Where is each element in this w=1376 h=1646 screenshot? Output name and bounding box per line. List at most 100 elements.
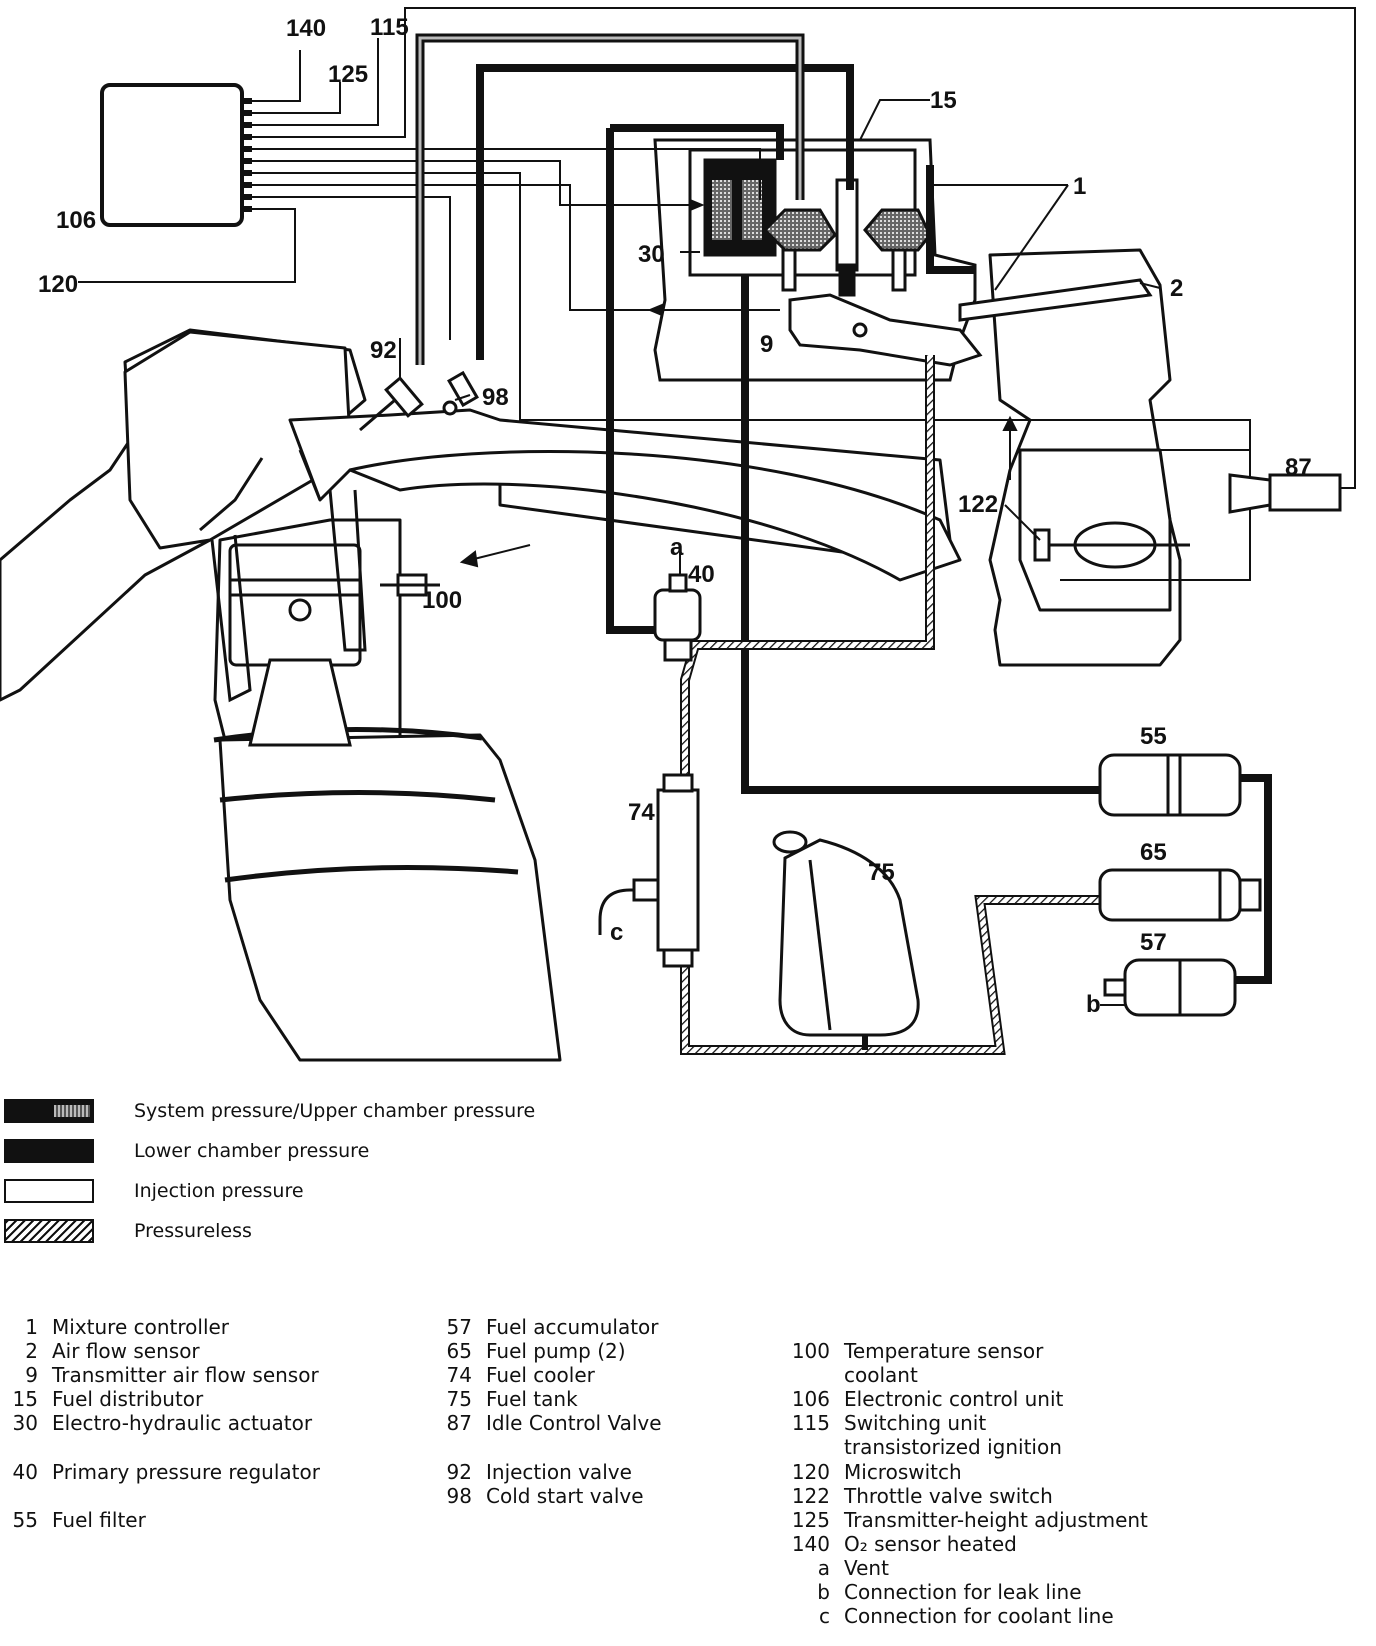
key-label: Connection for leak line [844,1580,1082,1604]
key-label: Fuel distributor [52,1387,204,1411]
fuel-tank [772,830,920,1037]
callout-a: a [670,534,684,561]
key-label: Temperature sensor [844,1339,1044,1363]
key-label: Fuel filter [52,1508,146,1532]
cylinder-walls [199,449,367,703]
key-item: transistorized ignition [790,1435,1062,1459]
key-item: 9 Transmitter air flow sensor [0,1363,319,1387]
key-label: O₂ sensor heated [844,1532,1017,1556]
key-item: 1 Mixture controller [0,1315,229,1339]
callout-65: 65 [1140,839,1167,866]
legend-item-system: System pressure/Upper chamber pressure [4,1095,535,1127]
fuel-filter [1098,753,1242,817]
key-number: 74 [446,1363,472,1387]
key-label: Vent [844,1556,889,1580]
key-label: Connection for coolant line [844,1604,1114,1628]
legend-item-lower: Lower chamber pressure [4,1135,369,1167]
piston [228,543,362,747]
primary-pressure-regulator [653,573,702,662]
leader-lines [399,99,1161,575]
legend-item-injection: Injection pressure [4,1175,304,1207]
key-number: 40 [12,1460,38,1484]
key-item: 106 Electronic control unit [790,1387,1064,1411]
key-item: coolant [790,1363,918,1387]
key-label: Transmitter-height adjustment [844,1508,1148,1532]
callout-30: 30 [638,241,665,268]
key-item: 65 Fuel pump (2) [444,1339,626,1363]
key-number: 120 [791,1460,830,1484]
temperature-sensor [380,573,440,597]
ecu-pins [240,98,252,212]
key-label: Idle Control Valve [486,1411,662,1435]
key-item: b Connection for leak line [790,1580,1082,1604]
callout-75: 75 [868,859,895,886]
pressure-legend: System pressure/Upper chamber pressure L… [0,1085,1376,1255]
key-label: Electronic control unit [844,1387,1064,1411]
fuel-accumulator [1103,958,1237,1017]
key-label: Fuel pump (2) [486,1339,626,1363]
lower-chamber-lines [476,64,1272,984]
callout-40: 40 [688,561,715,588]
key-number: 87 [446,1411,472,1435]
key-number: 57 [446,1315,472,1339]
key-label: Mixture controller [52,1315,230,1339]
legend-label: Injection pressure [134,1180,304,1202]
key-number: 106 [791,1387,830,1411]
air-flow-arrows [459,198,1018,568]
key-item: 87 Idle Control Valve [444,1411,662,1435]
key-number: 9 [25,1363,38,1387]
key-number: 2 [25,1339,38,1363]
key-number: 122 [791,1484,830,1508]
ecu-wiring [78,7,1356,581]
key-label: coolant [844,1363,918,1387]
callout-120: 120 [38,271,78,298]
callout-74: 74 [628,799,655,826]
key-number: 125 [791,1508,830,1532]
key-number: 140 [791,1532,830,1556]
callout-100: 100 [422,587,462,614]
legend-label: Lower chamber pressure [134,1140,370,1162]
key-label: Throttle valve switch [844,1484,1053,1508]
key-number: 15 [12,1387,38,1411]
key-label: Fuel tank [486,1387,578,1411]
callout-140: 140 [286,15,326,42]
key-item: 122 Throttle valve switch [790,1484,1053,1508]
block-bands [213,726,519,883]
key-number: b [817,1580,830,1604]
ecu-box [100,83,244,227]
legend-swatch-injection [4,1179,94,1203]
key-number: c [819,1604,830,1628]
system-pressure-lines [415,33,805,365]
callout-9: 9 [760,331,773,358]
callout-122: 122 [958,491,998,518]
key-number: 65 [446,1339,472,1363]
callout-55: 55 [1140,723,1167,750]
callout-92: 92 [370,337,397,364]
diaphragm-valves [762,178,932,297]
key-number: a [817,1556,830,1580]
fuel-cooler [598,773,700,968]
key-number [790,1363,830,1387]
key-label: Fuel accumulator [486,1315,659,1339]
key-item: 15 Fuel distributor [0,1387,204,1411]
key-label: transistorized ignition [844,1435,1062,1459]
key-label: Transmitter air flow sensor [52,1363,319,1387]
callout-b: b [1086,991,1101,1018]
callout-2: 2 [1170,275,1183,302]
key-number: 1 [25,1315,38,1339]
key-item: 40 Primary pressure regulator [0,1460,320,1484]
callout-115: 115 [370,14,409,41]
legend-label: Pressureless [134,1220,252,1242]
legend-swatch-pressureless [4,1219,94,1243]
air-flow-sensor-plate [788,278,1153,367]
callout-125: 125 [328,61,368,88]
key-label: Primary pressure regulator [52,1460,320,1484]
key-number: 115 [791,1411,830,1435]
callout-87: 87 [1285,454,1312,481]
